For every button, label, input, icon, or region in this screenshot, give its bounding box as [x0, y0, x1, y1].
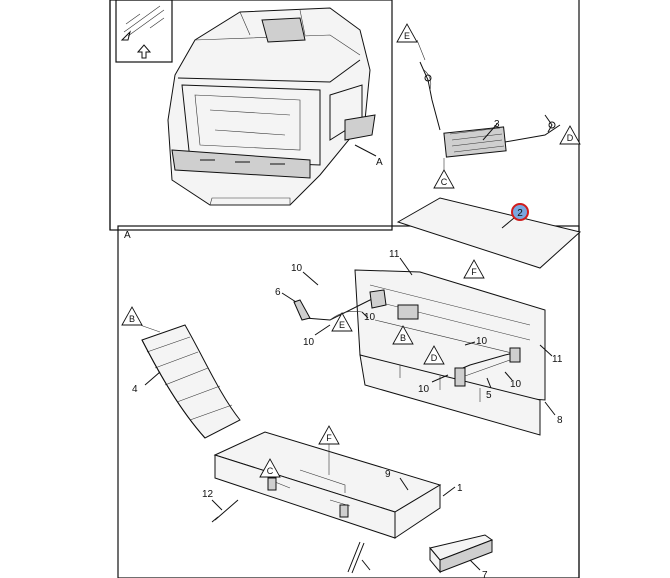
svg-text:F: F [471, 267, 477, 277]
part-7-block [429, 534, 494, 574]
callout-9: 9 [385, 469, 391, 480]
callout-1: 1 [457, 483, 463, 494]
callout-10-e: 10 [418, 384, 430, 395]
part-1-base-box [213, 431, 442, 539]
svg-text:B: B [400, 333, 406, 343]
svg-text:D: D [567, 133, 574, 143]
machine-cab [167, 7, 376, 206]
bottom-rod [347, 541, 365, 574]
cab-view-label: A [376, 157, 383, 168]
ref-triangle-f-top: F [463, 259, 485, 279]
svg-text:B: B [129, 314, 135, 324]
ref-triangle-b-left: B [121, 306, 143, 326]
ref-triangle-d-mid: D [423, 345, 445, 365]
callout-12: 12 [202, 489, 214, 500]
svg-text:C: C [441, 177, 448, 187]
ref-triangle-b-mid: B [392, 325, 414, 345]
callout-3: 3 [494, 119, 500, 130]
orientation-inset [115, 0, 173, 63]
cab-view-frame [109, 0, 393, 231]
ref-triangle-e-top: E [396, 23, 418, 43]
ref-triangle-c-top: C [433, 169, 455, 189]
svg-text:E: E [404, 31, 410, 41]
svg-text:F: F [326, 433, 332, 443]
detail-a-frame [117, 225, 580, 578]
callout-8: 8 [557, 415, 563, 426]
callout-11-b: 11 [552, 354, 563, 365]
part-3-cable-harness [419, 61, 561, 158]
svg-text:C: C [267, 466, 274, 476]
part-6-cable [293, 289, 387, 321]
callout-10-a: 10 [291, 263, 303, 274]
callout-10-c: 10 [303, 337, 315, 348]
ref-triangle-c-bottom: C [259, 458, 281, 478]
callout-10-b: 10 [364, 312, 376, 323]
callout-7: 7 [482, 570, 488, 578]
callout-6: 6 [275, 287, 281, 298]
part-12-rod [211, 499, 239, 523]
part-2-mat [396, 197, 582, 269]
ref-triangle-e-mid: E [331, 312, 353, 332]
ref-triangle-d-top: D [559, 125, 581, 145]
part-4-curved-cover [141, 324, 241, 439]
back-panel-assembly [354, 269, 546, 436]
callout-11-a: 11 [389, 249, 400, 260]
svg-text:D: D [431, 353, 438, 363]
ref-triangle-f-bottom: F [318, 425, 340, 445]
detail-a-label: A [124, 230, 131, 241]
part-5-bracket [454, 347, 521, 387]
callout-10-f: 10 [510, 379, 522, 390]
highlight-label: 2 [517, 208, 523, 219]
arrow-up-icon [136, 44, 152, 59]
svg-text:E: E [339, 320, 345, 330]
callout-5: 5 [486, 390, 492, 401]
callout-4: 4 [132, 384, 138, 395]
callout-10-d: 10 [476, 336, 488, 347]
highlight-marker: 2 [511, 203, 529, 221]
